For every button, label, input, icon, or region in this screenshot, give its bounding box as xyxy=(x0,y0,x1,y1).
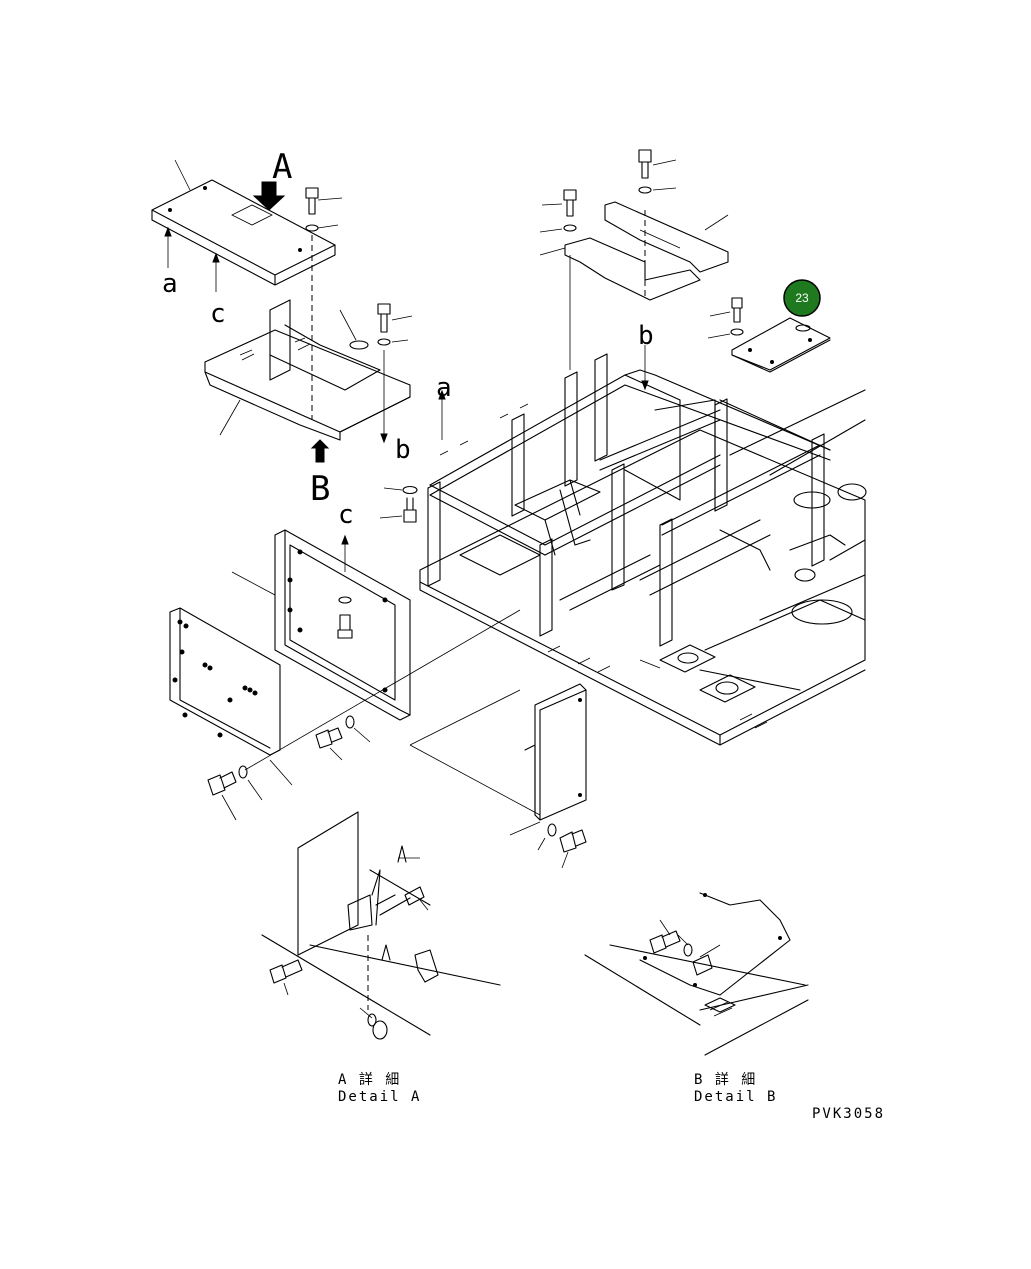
connector-c-center: c xyxy=(338,500,354,530)
connector-b-right: b xyxy=(638,321,654,351)
connector-c-left: c xyxy=(210,299,226,329)
front-door-panel xyxy=(409,683,587,869)
side-access-panel xyxy=(231,529,411,721)
detail-a-en: Detail A xyxy=(338,1089,421,1105)
bolts-top-center xyxy=(539,149,729,256)
callout-circle[interactable] xyxy=(783,279,821,317)
top-cover-panel xyxy=(151,159,336,292)
detail-b-en: Detail B xyxy=(694,1089,777,1105)
drawing-code: PVK3058 xyxy=(812,1106,885,1122)
callout-number[interactable]: 23 xyxy=(795,291,809,305)
detail-b-drawing xyxy=(584,892,809,1056)
callout-badge-23[interactable]: 23 xyxy=(783,279,821,317)
bolt-battery-box xyxy=(377,303,413,444)
top-center-plates xyxy=(564,201,729,370)
perforated-panel xyxy=(169,607,281,756)
detail-a-drawing xyxy=(261,811,501,1040)
detail-a-jp: A 詳 細 xyxy=(338,1072,401,1088)
connector-a-center: a xyxy=(436,373,452,403)
bolt-top-cover xyxy=(305,187,343,420)
small-cover-plate xyxy=(641,297,831,391)
battery-box xyxy=(204,299,411,463)
bolts-lower-left xyxy=(207,609,521,821)
view-label-a: A xyxy=(272,147,292,187)
view-a-arrow xyxy=(252,181,286,211)
main-frame xyxy=(419,353,867,746)
center-bolt-washer xyxy=(379,389,446,523)
connector-a-left: a xyxy=(162,269,178,299)
connector-b-center: b xyxy=(395,435,411,465)
view-label-b: B xyxy=(310,469,330,509)
detail-b-jp: B 詳 細 xyxy=(694,1072,757,1088)
